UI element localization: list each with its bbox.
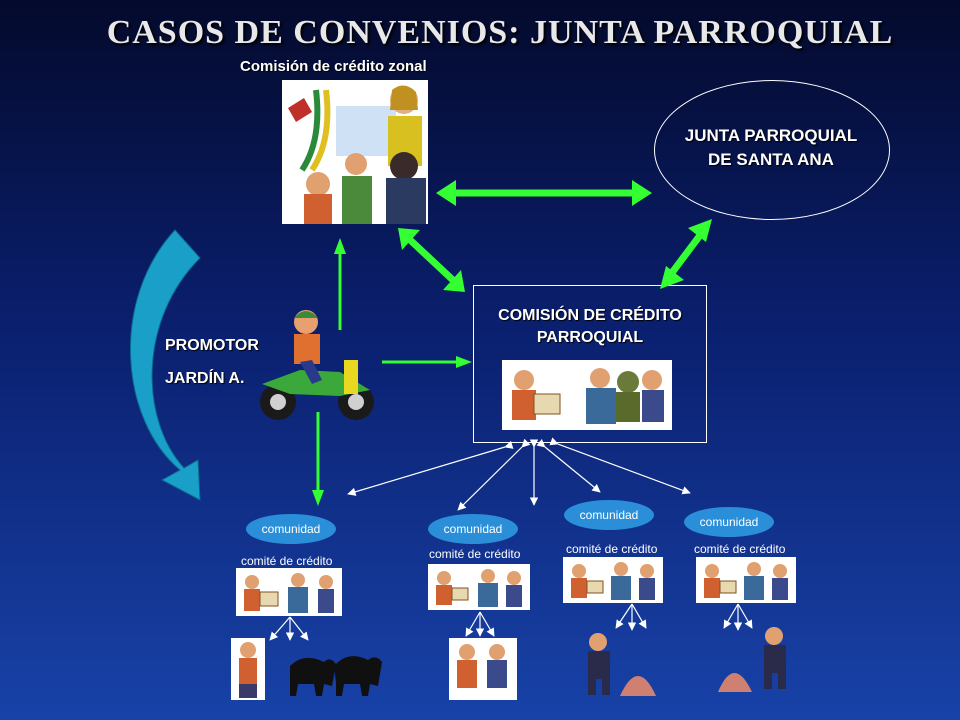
committee-member-links — [269, 603, 753, 641]
page-title: CASOS DE CONVENIOS: JUNTA PARROQUIAL — [106, 14, 894, 51]
link-junta-parroquial — [660, 219, 712, 289]
community-node: comunidad — [684, 507, 774, 537]
junta-parroquial-node — [654, 80, 890, 220]
link-zonal-parroquial — [398, 228, 465, 292]
farmer-illustration — [231, 638, 265, 700]
community-node: comunidad — [564, 500, 654, 530]
cattle-illustration — [290, 656, 382, 696]
farmer-produce-illustration — [718, 627, 786, 692]
parroquial-line-2: PARROQUIAL — [536, 329, 644, 346]
farmers-illustration — [449, 638, 517, 700]
cycle-arrow — [130, 229, 201, 501]
committee-illustration — [696, 557, 796, 603]
zonal-commission-illustration — [282, 80, 428, 224]
parroquial-community-links — [347, 437, 691, 511]
parroquial-line-1: COMISIÓN DE CRÉDITO — [498, 307, 682, 324]
community-node: comunidad — [246, 514, 336, 544]
logo-flower-icon — [288, 98, 312, 122]
committee-illustration — [236, 568, 342, 616]
promotor-name: JARDÍN A. — [165, 370, 245, 387]
promotor-to-parroquial-arrow — [382, 356, 472, 368]
farmer-produce-illustration — [588, 633, 656, 696]
community-node: comunidad — [428, 514, 518, 544]
junta-line-1: JUNTA PARROQUIAL — [684, 126, 858, 145]
junta-parroquial-label: JUNTA PARROQUIAL DE SANTA ANA — [654, 124, 888, 172]
committee-label: comité de crédito — [694, 542, 786, 556]
committee-illustration — [563, 557, 663, 603]
promotor-label: PROMOTOR — [165, 337, 259, 354]
parroquial-commission-label: COMISIÓN DE CRÉDITO PARROQUIAL — [473, 305, 707, 349]
promotor-to-zonal-arrow — [334, 238, 346, 330]
link-zonal-junta — [436, 180, 652, 206]
committee-label: comité de crédito — [566, 542, 658, 556]
junta-line-2: DE SANTA ANA — [708, 150, 834, 169]
parroquial-commission-illustration — [502, 360, 672, 430]
zonal-commission-label: Comisión de crédito zonal — [240, 58, 427, 75]
committee-label: comité de crédito — [241, 554, 333, 568]
promotor-to-community-arrow — [312, 412, 324, 506]
committee-illustration — [428, 564, 530, 610]
promotor-motorbike-illustration — [260, 310, 374, 420]
committee-label: comité de crédito — [429, 547, 521, 561]
